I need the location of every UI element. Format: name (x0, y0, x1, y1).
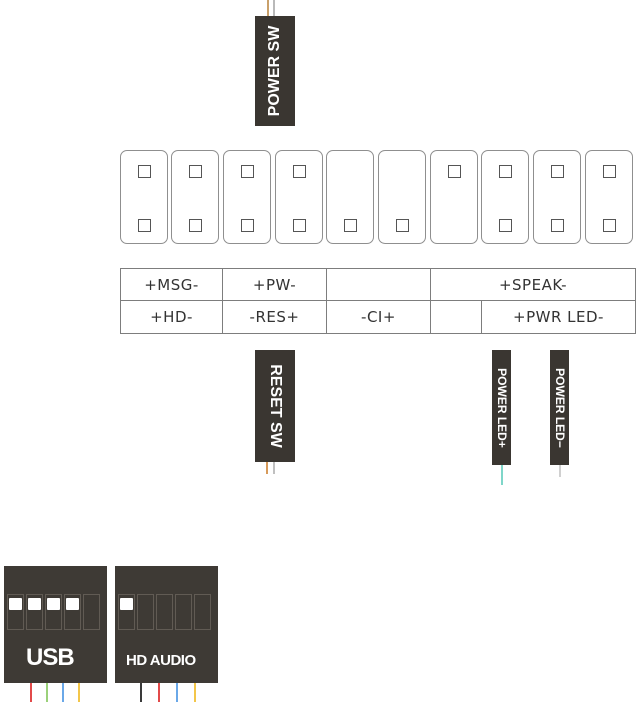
usb-slot (26, 594, 43, 630)
power-led-plus-label: POWER LED+ (494, 367, 509, 448)
label-empty-2 (430, 300, 482, 334)
label-ci: -CI+ (326, 300, 431, 334)
usb-wire (78, 683, 80, 702)
hd-audio-pin (120, 598, 133, 610)
pin-bottom (293, 219, 306, 232)
pin-bottom (138, 219, 151, 232)
hd-audio-wire (140, 683, 142, 702)
reset-sw-wire (266, 462, 268, 474)
pin-bottom (396, 219, 409, 232)
label-hd: +HD- (120, 300, 223, 334)
hd-audio-slot (137, 594, 154, 630)
usb-slot (83, 594, 100, 630)
hd-audio-slot (175, 594, 192, 630)
hd-audio-wire (176, 683, 178, 702)
usb-slot (7, 594, 24, 630)
reset-sw-wire-2 (273, 462, 275, 474)
pin-bottom (344, 219, 357, 232)
pin-column-10 (585, 150, 633, 244)
power-led-plus-wire (501, 465, 503, 485)
power-led-minus-label: POWER LED− (552, 367, 567, 448)
power-sw-wire-2 (273, 0, 275, 18)
usb-wire (30, 683, 32, 702)
reset-sw-label: RESET SW (267, 364, 284, 448)
power-led-minus-connector: POWER LED− (550, 350, 569, 465)
label-pwr-led: +PWR LED- (481, 300, 636, 334)
pin-column-8 (481, 150, 529, 244)
usb-pin (47, 598, 60, 610)
pin-top (551, 165, 564, 178)
usb-slot (45, 594, 62, 630)
hd-audio-label: HD AUDIO (126, 652, 196, 669)
label-speak: +SPEAK- (430, 268, 636, 301)
pin-bottom (189, 219, 202, 232)
pin-top (603, 165, 616, 178)
pin-top (189, 165, 202, 178)
hd-audio-slot (194, 594, 211, 630)
hd-audio-wire (194, 683, 196, 702)
pin-top (448, 165, 461, 178)
pin-top (138, 165, 151, 178)
usb-pin (9, 598, 22, 610)
reset-sw-connector: RESET SW (255, 350, 295, 462)
pin-column-9 (533, 150, 581, 244)
pin-column-5 (326, 150, 374, 244)
pin-bottom (603, 219, 616, 232)
label-pw: +PW- (222, 268, 327, 301)
usb-wire (62, 683, 64, 702)
hd-audio-slot (118, 594, 135, 630)
power-led-minus-wire (559, 465, 561, 477)
power-led-plus-connector: POWER LED+ (492, 350, 511, 465)
hd-audio-connector: HD AUDIO (115, 566, 218, 683)
usb-label: USB (26, 644, 75, 671)
pin-top (293, 165, 306, 178)
hd-audio-wire (158, 683, 160, 702)
pin-bottom (241, 219, 254, 232)
power-sw-connector: POWER SW (255, 16, 295, 126)
usb-wire (46, 683, 48, 702)
pin-column-6 (378, 150, 426, 244)
pin-column-7 (430, 150, 478, 244)
pin-top (499, 165, 512, 178)
pin-column-4 (275, 150, 323, 244)
power-sw-label: POWER SW (266, 25, 283, 117)
hd-audio-slot (156, 594, 173, 630)
pin-column-3 (223, 150, 271, 244)
pin-column-1 (120, 150, 168, 244)
usb-pin (66, 598, 79, 610)
usb-connector: USB (4, 566, 107, 683)
pin-bottom (499, 219, 512, 232)
pin-bottom (551, 219, 564, 232)
label-res: -RES+ (222, 300, 327, 334)
label-msg: +MSG- (120, 268, 223, 301)
power-sw-wire (267, 0, 269, 18)
pin-column-2 (171, 150, 219, 244)
usb-pin (28, 598, 41, 610)
label-empty-1 (326, 268, 431, 301)
usb-slot (64, 594, 81, 630)
pin-top (241, 165, 254, 178)
